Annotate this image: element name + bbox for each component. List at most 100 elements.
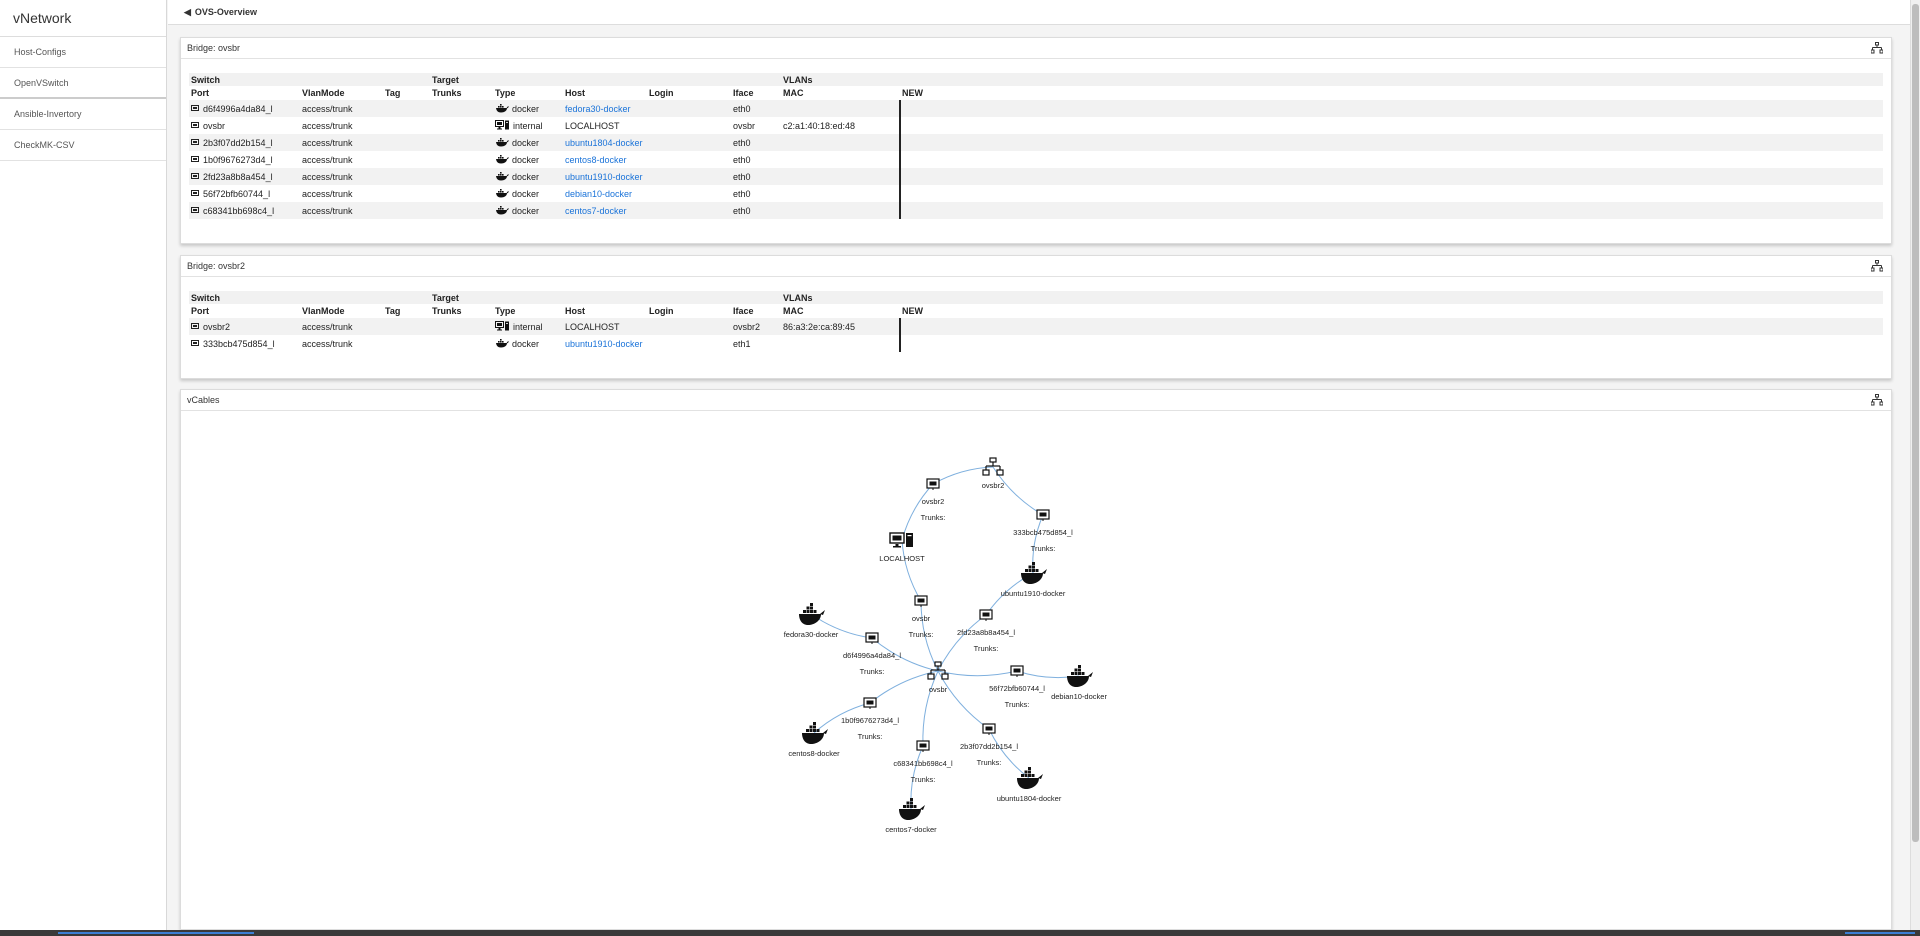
mac-cell [781,151,900,168]
host-link[interactable]: ubuntu1910-docker [565,338,643,349]
taskbar-item[interactable] [1845,932,1915,934]
taskbar-item[interactable] [58,932,254,934]
column-header-tag: Tag [385,88,401,98]
sidebar-item-host-configs[interactable]: Host-Configs [0,37,166,68]
graph-node-label: ovsbr [912,614,931,623]
host-cell: LOCALHOST [563,117,647,134]
port-cell: d6f4996a4da84_l [189,100,300,117]
login-cell [647,134,731,151]
graph-node-label: LOCALHOST [879,554,925,563]
login-cell [647,185,731,202]
network-icon[interactable] [1871,394,1883,406]
port-icon [191,138,199,148]
graph-node-trunks: Trunks: [911,775,936,784]
iface-cell: eth0 [733,154,751,165]
docker-icon [495,137,509,149]
type-cell: docker [493,168,563,185]
trunks-cell [430,117,493,134]
type-label: docker [512,205,540,216]
type-label: docker [512,171,540,182]
iface-cell: eth0 [733,188,751,199]
sidebar-item-ansible-invertory[interactable]: Ansible-Invertory [0,99,166,130]
graph-node-docker[interactable]: centos8-docker [788,722,840,758]
column-header-host: Host [565,306,585,316]
panel-title: vCables [187,395,220,405]
mac-cell [781,335,900,352]
host-cell: fedora30-docker [563,100,647,117]
network-icon[interactable] [1871,42,1883,54]
host-link[interactable]: ubuntu1910-docker [565,171,643,182]
mac-cell [781,100,900,117]
graph-node-host[interactable]: LOCALHOST [879,532,925,563]
graph-node-docker[interactable]: ubuntu1910-docker [1001,562,1066,598]
cable-link [901,483,934,541]
host-link[interactable]: debian10-docker [565,188,633,199]
mac-cell [781,202,900,219]
vlanmode-cell: access/trunk [302,321,353,332]
graph-node-docker[interactable]: debian10-docker [1051,665,1107,701]
network-icon[interactable] [1871,260,1883,272]
graph-node-trunks: Trunks: [974,644,999,653]
back-chevron-icon[interactable]: ◀ [184,6,191,17]
panel-header: vCables [181,390,1891,411]
scrollbar-thumb[interactable] [1912,4,1919,842]
host-link[interactable]: ubuntu1804-docker [565,137,643,148]
graph-node-switch[interactable]: ovsbr2 [982,457,1005,490]
type-label: docker [512,188,540,199]
graph-node-docker[interactable]: centos7-docker [885,798,937,834]
mac-cell [781,134,900,151]
group-vlans: VLANs [783,74,813,85]
graph-node-label: ovsbr [929,685,948,694]
back-link[interactable]: OVS-Overview [194,7,257,17]
vlanmode-cell: access/trunk [302,154,353,165]
new-cell [899,318,1883,335]
vlanmode-cell: access/trunk [302,171,353,182]
host-link[interactable]: centos8-docker [565,154,627,165]
login-cell [647,202,731,219]
graph-node-label: ubuntu1804-docker [997,794,1062,803]
table-row[interactable]: 2fd23a8b8a454_l access/trunk docker ubuntu1… [189,168,1883,185]
mac-cell [781,185,900,202]
port-name: 2fd23a8b8a454_l [203,171,273,182]
graph-node-label: centos8-docker [788,749,840,758]
docker-icon [495,188,509,200]
sidebar-item-checkmk-csv[interactable]: CheckMK-CSV [0,130,166,161]
host-name: LOCALHOST [565,120,620,131]
cable-link [922,670,939,747]
host-link[interactable]: centos7-docker [565,205,627,216]
sidebar-item-openvswitch[interactable]: OpenVSwitch [0,68,166,99]
scrollbar[interactable] [1910,0,1920,930]
graph-node-docker[interactable]: fedora30-docker [784,603,839,639]
group-target: Target [432,292,459,303]
graph-node-label: fedora30-docker [784,630,839,639]
iface-cell: eth0 [733,103,751,114]
type-cell: internal [493,117,563,134]
graph-node-docker[interactable]: ubuntu1804-docker [997,767,1062,803]
graph-node-switch[interactable]: ovsbr [927,661,949,694]
host-cell: centos8-docker [563,151,647,168]
graph-node-label: ubuntu1910-docker [1001,589,1066,598]
column-header-new: NEW [902,306,923,316]
host-link[interactable]: fedora30-docker [565,103,631,114]
